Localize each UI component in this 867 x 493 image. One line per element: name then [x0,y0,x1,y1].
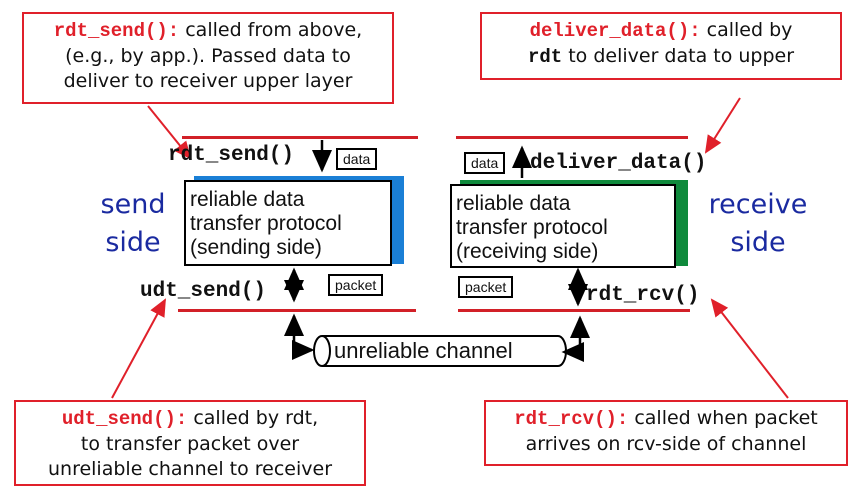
callout-fn-name: udt_send(): [61,408,188,430]
callout-rdt-send: rdt_send(): called from above, (e.g., by… [22,12,394,104]
callout-text: (e.g., by app.). Passed data to [65,45,351,67]
callout-text: unreliable channel to receiver [47,458,333,480]
side-label-line: receive [708,189,808,220]
unreliable-channel-label: unreliable channel [334,338,513,363]
callout-pointer-rdt-send [147,105,192,160]
receiver-lower-layer-line [458,309,690,312]
send-side-label: send side [88,186,178,262]
arrow-channel-to-receiver [566,315,590,354]
receiver-box-line: reliable data [456,192,571,215]
callout-fn-name: deliver_data(): [529,20,701,42]
callout-fn-name: rdt_rcv(): [514,408,629,430]
receiver-box-line: (receiving side) [456,240,599,263]
sender-packet-tag: packet [328,274,384,296]
side-label-line: send [100,189,166,220]
receiver-api-rdt-rcv: rdt_rcv() [586,284,700,307]
callout-text: arrives on rcv-side of channel [525,433,807,455]
callout-pointer-deliver-data [704,97,741,154]
sender-data-tag: data [336,148,378,170]
sender-box-line: (sending side) [190,236,322,259]
sender-box-line: transfer protocol [190,212,342,235]
receiver-data-tag: data [464,152,506,174]
callout-text: called by [700,19,793,41]
callout-text: to transfer packet over [80,433,300,455]
receiver-packet-tag: packet [458,276,514,298]
side-label-line: side [730,227,786,258]
callout-fn-name: rdt [527,46,563,68]
arrow-sender-to-channel [292,318,315,360]
sender-api-udt-send: udt_send() [140,280,267,303]
receiver-upper-layer-line [456,136,688,139]
callout-udt-send: udt_send(): called by rdt, to transfer p… [14,400,366,486]
unreliable-channel-pipe [313,335,567,367]
callout-pointer-rdt-rcv [710,298,789,399]
receive-side-label: receive side [696,186,820,262]
side-label-line: side [105,227,161,258]
callout-deliver-data: deliver_data(): called by rdt to deliver… [480,12,842,80]
callout-text: called from above, [179,19,363,41]
receiver-box-line: transfer protocol [456,216,608,239]
sender-upper-layer-line [182,136,418,139]
receiver-protocol-box: reliable data transfer protocol (receivi… [450,184,676,268]
callout-rdt-rcv: rdt_rcv(): called when packet arrives on… [484,400,848,466]
callout-text: called when packet [628,407,818,429]
sender-box-line: reliable data [190,188,305,211]
callout-fn-name: rdt_send(): [53,20,180,42]
callout-text: called by rdt, [187,407,319,429]
callout-pointer-udt-send [111,298,166,399]
sender-lower-layer-line [178,309,416,312]
callout-text: to deliver data to upper [562,45,795,67]
sender-api-rdt-send: rdt_send() [168,144,295,167]
callout-text: deliver to receiver upper layer [63,70,353,92]
receiver-api-deliver-data: deliver_data() [530,152,707,175]
sender-protocol-box: reliable data transfer protocol (sending… [184,180,392,266]
